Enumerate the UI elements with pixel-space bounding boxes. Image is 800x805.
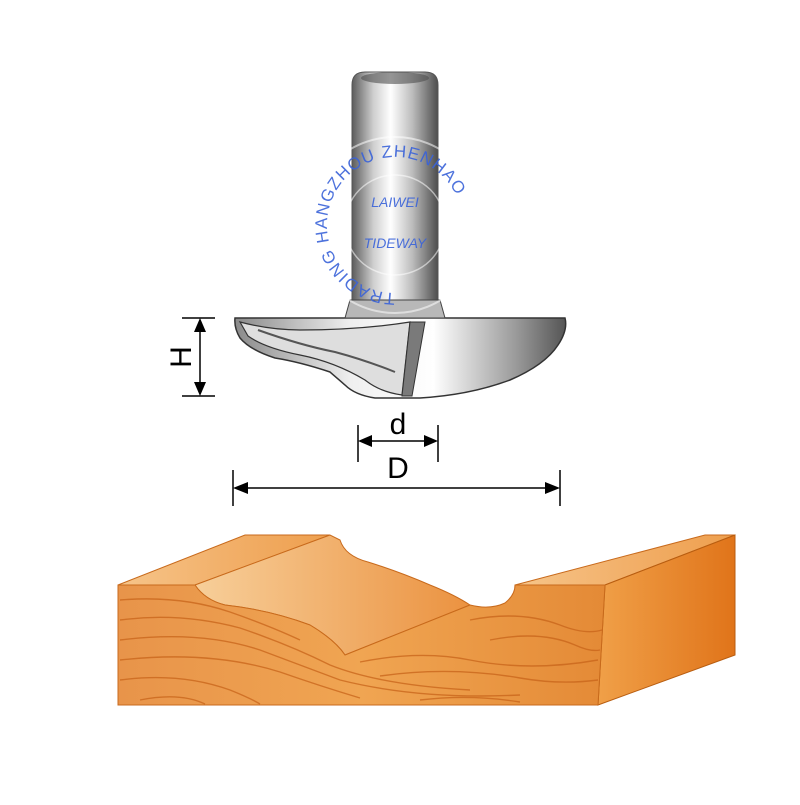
cutter-edge (238, 321, 411, 396)
watermark-line1: LAIWEI (371, 194, 419, 210)
shank-diameter-label: d (390, 408, 407, 441)
shank (351, 71, 439, 301)
bit-neck (344, 299, 446, 319)
cutting-diameter-dimension: D (232, 452, 561, 506)
shank-top (361, 72, 429, 84)
height-label: H (165, 346, 198, 368)
wood-workpiece (117, 534, 736, 706)
cutting-diameter-label: D (387, 452, 409, 485)
cutter-flute (401, 321, 426, 397)
height-dimension: H (165, 317, 215, 397)
shank-diameter-dimension: d (357, 408, 439, 462)
watermark-line2: TIDEWAY (364, 235, 428, 251)
cutter-groove (257, 329, 396, 373)
wood-grain (119, 598, 603, 705)
router-bit (234, 71, 567, 399)
